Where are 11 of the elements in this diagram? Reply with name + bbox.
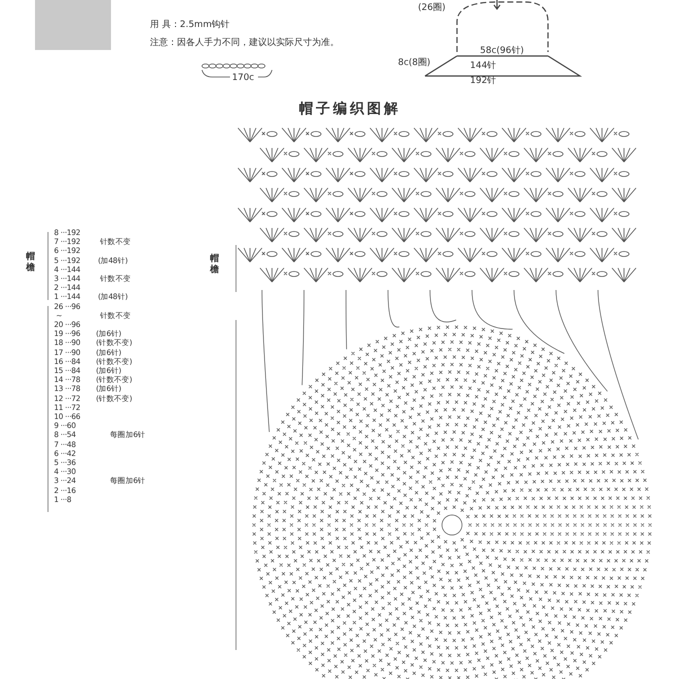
- note-text: 用 具：2.5mm钩针: [150, 20, 230, 30]
- section-label: 帽檐: [26, 252, 36, 274]
- note-text: (26圈): [418, 3, 446, 13]
- note-text: 8c(8圈): [398, 58, 430, 68]
- note-text: 170c: [232, 73, 254, 83]
- note-text: 144针: [470, 61, 496, 71]
- note-text: 192针: [470, 76, 496, 86]
- note-text: 注意：因各人手力不同，建议以实际尺寸为准。: [150, 38, 339, 48]
- section-label: 帽檐: [210, 254, 220, 276]
- note-text: 58c(96针): [480, 46, 524, 56]
- chart-title: 帽子编织图解: [298, 100, 402, 118]
